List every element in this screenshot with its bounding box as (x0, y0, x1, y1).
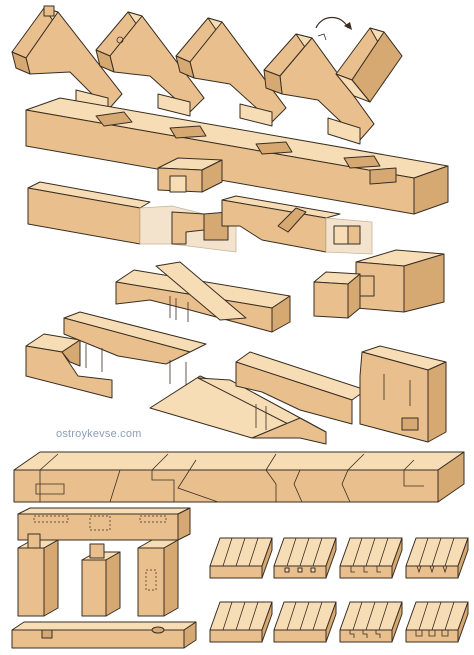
rafter-4 (263, 33, 375, 145)
rafter-group (11, 5, 403, 145)
board-sample-6 (273, 601, 337, 643)
rafter-1 (11, 5, 123, 113)
board-sample-8 (405, 601, 469, 643)
post-beam-set (11, 507, 197, 649)
board-sample-5 (209, 601, 273, 643)
board-sample-7 (339, 601, 403, 643)
scarf-joint-right (221, 195, 373, 255)
rafter-2 (95, 11, 205, 117)
arrow-head-icon (344, 22, 352, 30)
beam-end-block (157, 157, 223, 193)
rafter-end-piece (335, 27, 403, 103)
board-sample-3 (339, 537, 403, 579)
rotate-arrow-icon (315, 16, 349, 29)
lap-joint-strip (13, 451, 465, 503)
block-tenon-right (313, 249, 445, 319)
dowel-joint-2 (25, 311, 207, 399)
board-sample-2 (273, 537, 337, 579)
watermark: ostroykevse.com (56, 428, 142, 440)
dowel-joint-4 (235, 345, 447, 443)
scarf-joint-left (27, 181, 237, 253)
dowel-joint-1 (115, 261, 291, 333)
board-sample-1 (209, 537, 273, 579)
dowel-joint-3 (149, 375, 327, 445)
board-sample-4 (405, 537, 469, 579)
